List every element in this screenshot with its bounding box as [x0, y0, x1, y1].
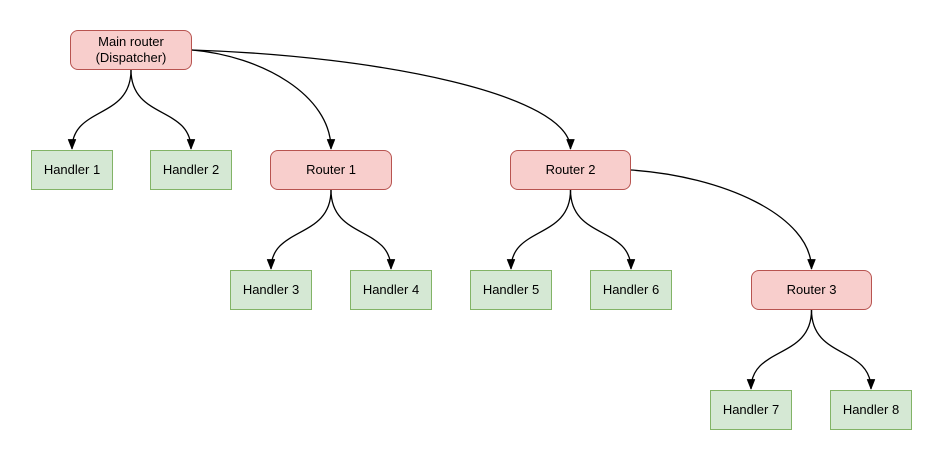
- node-r1-router: Router 1: [270, 150, 392, 190]
- node-h4-handler: Handler 4: [350, 270, 432, 310]
- node-label: Handler 3: [242, 282, 300, 297]
- edge-main-to-h1: [67, 69, 132, 150]
- edge-r1-to-h4: [330, 189, 396, 270]
- node-r2-router: Router 2: [510, 150, 631, 190]
- edge-r3-to-h7: [746, 309, 813, 390]
- node-label: Handler 5: [482, 282, 540, 297]
- node-h1-handler: Handler 1: [31, 150, 113, 190]
- node-label: Router 3: [786, 282, 837, 297]
- edge-r3-to-h8: [810, 309, 876, 390]
- node-label: Handler 6: [602, 282, 660, 297]
- node-h8-handler: Handler 8: [830, 390, 912, 430]
- edge-r2-to-r3: [630, 169, 816, 270]
- edge-main-to-r1: [191, 49, 336, 150]
- edge-r2-to-h5: [506, 189, 572, 270]
- edge-r1-to-h3: [266, 189, 332, 270]
- node-r3-router: Router 3: [751, 270, 872, 310]
- node-label: Router 1: [306, 162, 356, 177]
- node-h7-handler: Handler 7: [710, 390, 792, 430]
- edge-main-to-r2: [191, 49, 575, 150]
- node-label: Handler 7: [722, 402, 780, 417]
- node-label: Handler 1: [43, 162, 101, 177]
- node-label: Handler 4: [362, 282, 420, 297]
- node-label: Router 2: [545, 162, 596, 177]
- node-h6-handler: Handler 6: [590, 270, 672, 310]
- node-label: Handler 8: [842, 402, 900, 417]
- node-h3-handler: Handler 3: [230, 270, 312, 310]
- node-h2-handler: Handler 2: [150, 150, 232, 190]
- edge-r2-to-h6: [569, 189, 636, 270]
- node-label: Handler 2: [162, 162, 220, 177]
- edge-main-to-h2: [130, 69, 196, 150]
- node-h5-handler: Handler 5: [470, 270, 552, 310]
- node-label: Main router (Dispatcher): [95, 34, 167, 65]
- node-main-router: Main router (Dispatcher): [70, 30, 192, 70]
